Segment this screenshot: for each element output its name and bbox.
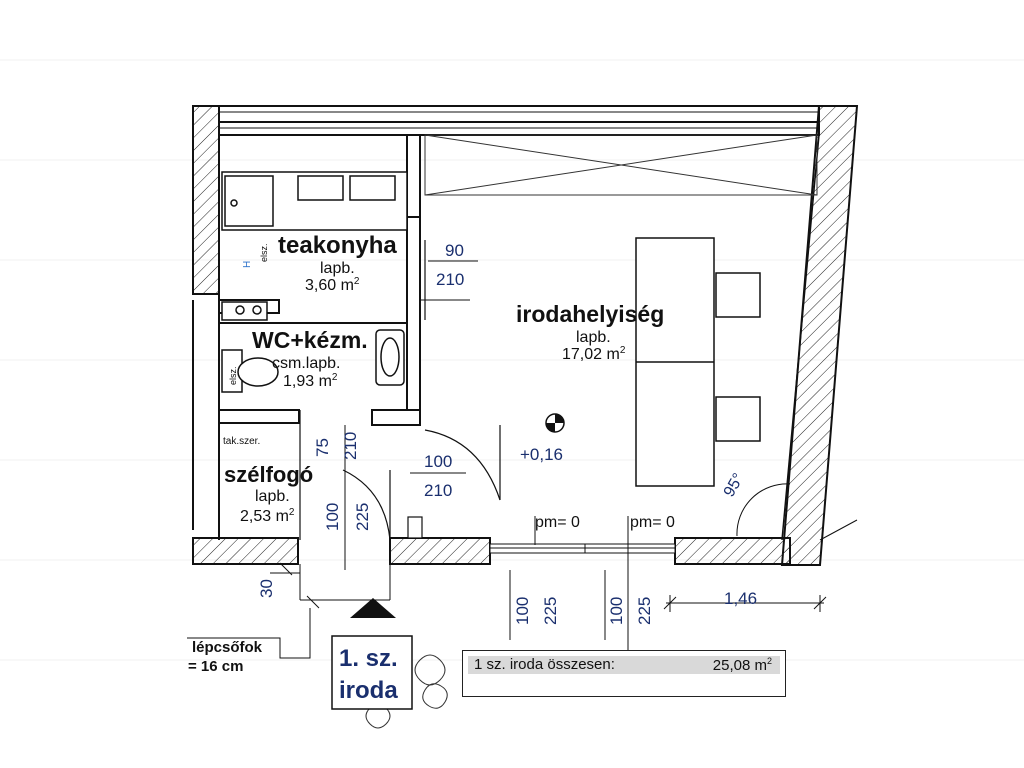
room-name-iroda: irodahelyiség	[516, 301, 664, 327]
summary-value: 25,08 m2	[712, 656, 772, 674]
dim-door-kitchen-w: 90	[445, 241, 464, 260]
room-area-szelfogo: 2,53 m2	[240, 507, 295, 525]
label-taksz: tak.szer.	[223, 436, 260, 447]
dim-entry-w: 100	[323, 503, 342, 531]
label-angle: 95°	[721, 471, 748, 500]
bottom-wall-right	[674, 537, 791, 565]
dim-146: 1,46	[724, 589, 757, 608]
right-wall	[780, 105, 859, 566]
top-wall	[218, 105, 820, 123]
room-floor-iroda: lapb.	[576, 329, 611, 346]
dim-window1-w: 100	[513, 597, 532, 625]
room-area-teakonyha: 3,60 m2	[305, 276, 360, 294]
label-h: H	[242, 261, 253, 268]
stair-leader	[187, 608, 311, 659]
room-floor-wc: csm.lapb.	[272, 355, 340, 372]
room-badge-line-1: 1. sz.	[339, 645, 398, 672]
dim-entry-h: 225	[353, 503, 372, 531]
dim-door-main-h: 210	[424, 481, 452, 500]
dim-door-wc-w: 75	[313, 438, 332, 457]
dim-door-kitchen-h: 210	[436, 270, 464, 289]
label-level: +0,16	[520, 445, 563, 464]
wc-fixtures	[221, 301, 405, 393]
label-stair-2: = 16 cm	[188, 658, 243, 675]
dim-door-main-w: 100	[424, 452, 452, 471]
dim-window1-h: 225	[541, 597, 560, 625]
label-stair-1: lépcsőfok	[192, 639, 263, 656]
chair-1	[715, 272, 761, 318]
bottom-wall-left	[192, 537, 299, 565]
bottom-wall-mid	[389, 537, 491, 565]
label-elsz-2: elsz.	[228, 366, 238, 385]
room-floor-szelfogo: lapb.	[255, 488, 290, 505]
level-marker	[545, 413, 565, 433]
summary-row: 1 sz. iroda összesen: 25,08 m2	[468, 656, 780, 674]
label-pm-1: pm= 0	[535, 514, 580, 531]
entrance-arrow-icon	[350, 598, 396, 618]
left-wall	[192, 105, 220, 295]
summary-label: 1 sz. iroda összesen:	[474, 656, 615, 673]
room-floor-teakonyha: lapb.	[320, 260, 355, 277]
office-furniture	[635, 237, 761, 487]
background-texture	[0, 59, 1024, 661]
dim-window2-w: 100	[607, 597, 626, 625]
room-name-szelfogo: szélfogó	[224, 462, 313, 487]
chair-2	[715, 396, 761, 442]
room-name-teakonyha: teakonyha	[278, 232, 397, 259]
room-badge: 1. sz. iroda	[331, 635, 413, 710]
room-area-iroda: 17,02 m2	[562, 345, 626, 363]
dimension-lines	[270, 299, 858, 660]
dim-window2-h: 225	[635, 597, 654, 625]
dim-door-wc-h: 210	[341, 432, 360, 460]
doors	[299, 240, 501, 541]
label-pm-2: pm= 0	[630, 514, 675, 531]
label-elsz-1: elsz.	[259, 243, 269, 262]
ceiling-beam-marking	[424, 134, 818, 196]
summary-sup: 2	[766, 656, 772, 666]
summary-box: 1 sz. iroda összesen: 25,08 m2	[462, 650, 786, 697]
dim-step: 30	[257, 579, 276, 598]
room-badge-line-2: iroda	[339, 677, 398, 704]
outer-walls	[192, 105, 859, 566]
toilet-bowl	[237, 357, 279, 387]
room-area-wc: 1,93 m2	[283, 372, 338, 390]
kitchen-counter	[221, 171, 408, 231]
room-name-wc: WC+kézm.	[252, 327, 368, 353]
